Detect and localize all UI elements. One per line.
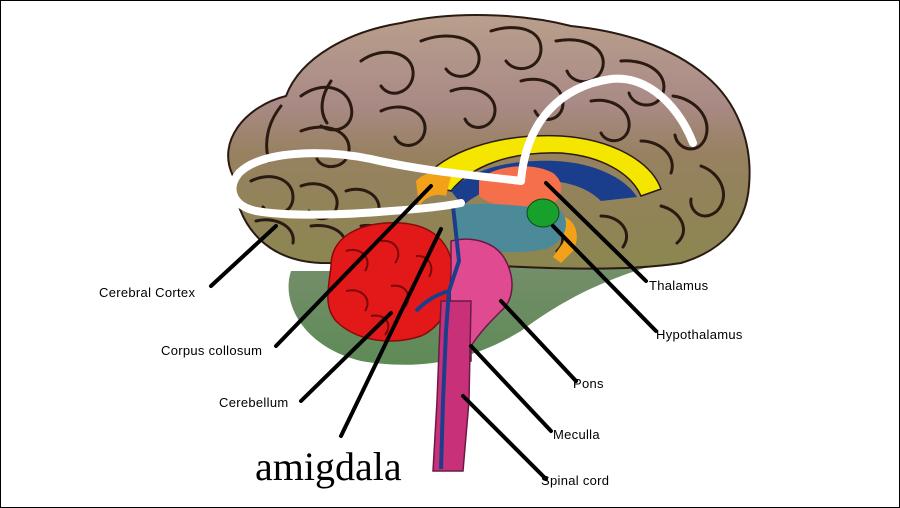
hypothalamus-shape xyxy=(526,198,560,228)
label-thalamus: Thalamus xyxy=(649,278,709,293)
pointer-amigdala xyxy=(339,227,443,438)
label-hypothalamus: Hypothalamus xyxy=(656,327,743,342)
label-meculla: Meculla xyxy=(553,427,600,442)
pointer-cerebral-cortex xyxy=(209,224,278,288)
cerebellum-folds xyxy=(345,239,433,336)
label-spinal-cord: Spinal cord xyxy=(541,473,610,488)
label-pons: Pons xyxy=(573,376,604,391)
fornix-shape xyxy=(416,171,451,206)
white-path-loop xyxy=(228,149,525,219)
pointer-spinal-cord xyxy=(461,394,548,481)
pointer-hypothalamus xyxy=(551,224,658,333)
pointer-cerebellum xyxy=(299,311,393,403)
pointer-meculla xyxy=(469,344,553,433)
label-corpus-collosum: Corpus collosum xyxy=(161,343,263,358)
label-amigdala: amigdala xyxy=(255,444,402,489)
label-cerebellum: Cerebellum xyxy=(219,395,289,410)
label-cerebral-cortex: Cerebral Cortex xyxy=(99,285,196,300)
pointer-thalamus xyxy=(544,181,648,283)
corpus-callosum-shape xyxy=(419,134,662,197)
central-canal xyxy=(439,205,462,470)
pointer-pons xyxy=(499,299,578,383)
fourth-ventricle xyxy=(414,289,450,313)
pointer-lines xyxy=(209,181,658,481)
pointer-corpus-collosum xyxy=(274,184,433,348)
white-path-limbic xyxy=(517,74,697,185)
